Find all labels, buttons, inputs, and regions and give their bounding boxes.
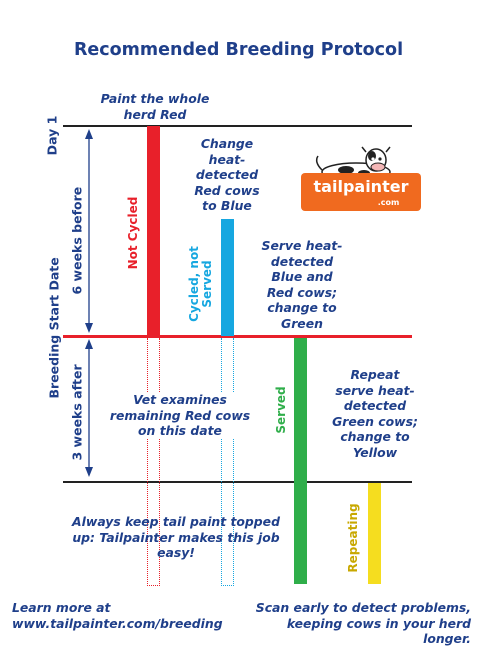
arrow-after-head-top (85, 339, 93, 349)
served-bar (294, 338, 307, 584)
arrow-after-head-bottom (85, 467, 93, 477)
learn-more-text: Learn more at (12, 600, 111, 615)
step-paint-red: Paint the whole herd Red (100, 91, 210, 122)
day1-label: Day 1 (44, 115, 60, 156)
cycled-not-served-dotted-extension (221, 338, 234, 586)
tailpainter-logo: tailpainter .com (301, 146, 421, 214)
repeating-label: Repeating (346, 503, 360, 573)
step-serve-green: Serve heat-detected Blue and Red cows; c… (261, 238, 343, 331)
arrow-before-head-bottom (85, 323, 93, 333)
logo-brand: tailpainter (313, 177, 409, 196)
scan-early-text: Scan early to detect problems, keeping c… (255, 600, 471, 646)
vet-note: Vet examines remaining Red cows on this … (100, 392, 260, 439)
breeding-start-line (63, 335, 412, 338)
logo-banner: tailpainter .com (301, 173, 421, 211)
cycled-not-served-label: Cycled, not Served (187, 246, 214, 322)
repeating-bar (368, 483, 381, 584)
step-repeat-yellow: Repeat serve heat-detected Green cows; c… (332, 367, 418, 460)
day1-line (63, 125, 412, 127)
not-cycled-dotted-extension (147, 338, 160, 586)
timeline-arrows (85, 129, 93, 477)
not-cycled-bar (147, 126, 160, 336)
learn-more-url[interactable]: www.tailpainter.com/breeding (12, 616, 223, 631)
cycled-not-served-bar (221, 219, 234, 336)
arrow-before-head-top (85, 129, 93, 139)
topped-up-note: Always keep tail paint topped up: Tailpa… (72, 514, 280, 560)
page-title: Recommended Breeding Protocol (73, 40, 404, 60)
served-label: Served (274, 386, 288, 434)
step-change-blue: Change heat-detected Red cows to Blue (194, 136, 260, 213)
not-cycled-label: Not Cycled (126, 196, 140, 270)
breeding-start-date-label: Breeding Start Date (46, 257, 62, 399)
three-weeks-line (63, 481, 412, 483)
logo-domain: .com (377, 198, 400, 207)
